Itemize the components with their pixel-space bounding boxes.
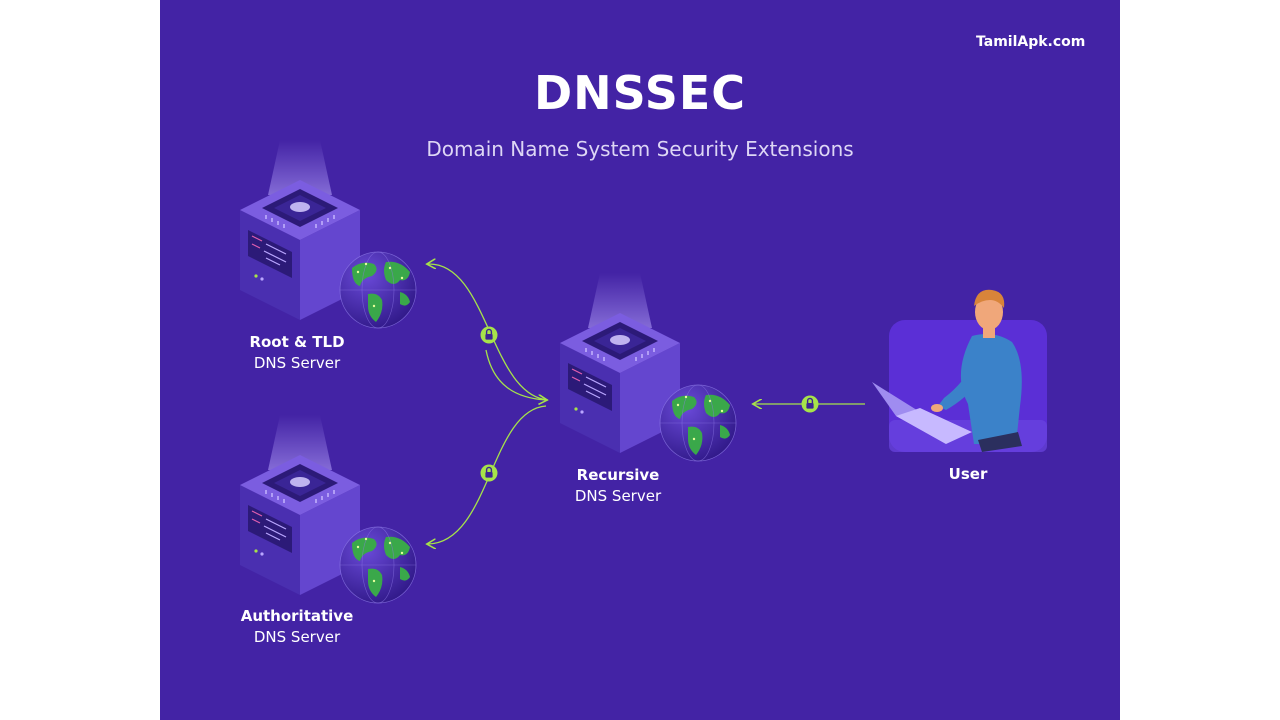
lock-icon	[800, 394, 820, 414]
authoritative-title: Authoritative	[240, 607, 354, 625]
user-title: User	[948, 465, 988, 483]
recursive-server-icon	[559, 272, 737, 462]
lock-icon	[479, 463, 499, 483]
root-tld-subtitle: DNS Server	[253, 354, 341, 372]
recursive-title: Recursive	[576, 466, 660, 484]
recursive-label: Recursive DNS Server	[518, 465, 718, 507]
root-tld-server-icon	[239, 139, 417, 329]
lock-icon	[479, 325, 499, 345]
root-tld-title: Root & TLD	[249, 333, 345, 351]
recursive-subtitle: DNS Server	[574, 487, 662, 505]
watermark: TamilApk.com	[976, 34, 1086, 50]
user-label: User	[868, 464, 1068, 485]
authoritative-server-icon	[239, 414, 417, 604]
connector-recursive-to-root	[485, 349, 546, 400]
diagram-graphics	[239, 139, 1047, 604]
authoritative-label: Authoritative DNS Server	[197, 606, 397, 648]
dnssec-diagram: TamilApk.com DNSSEC Domain Name System S…	[160, 0, 1120, 720]
page-subtitle: Domain Name System Security Extensions	[426, 137, 854, 161]
user-laptop-icon	[872, 289, 1047, 452]
authoritative-subtitle: DNS Server	[253, 628, 341, 646]
page-title: DNSSEC	[533, 66, 747, 120]
root-tld-label: Root & TLD DNS Server	[197, 332, 397, 374]
